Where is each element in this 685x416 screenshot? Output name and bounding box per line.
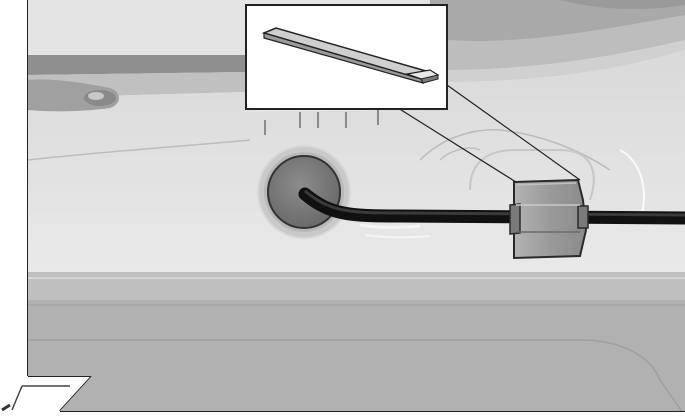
cable	[298, 187, 685, 225]
callout-lines	[397, 84, 581, 183]
inset-detail	[245, 4, 448, 110]
cable-clip-icon	[509, 178, 589, 260]
adhesive-strip-icon	[261, 27, 440, 84]
